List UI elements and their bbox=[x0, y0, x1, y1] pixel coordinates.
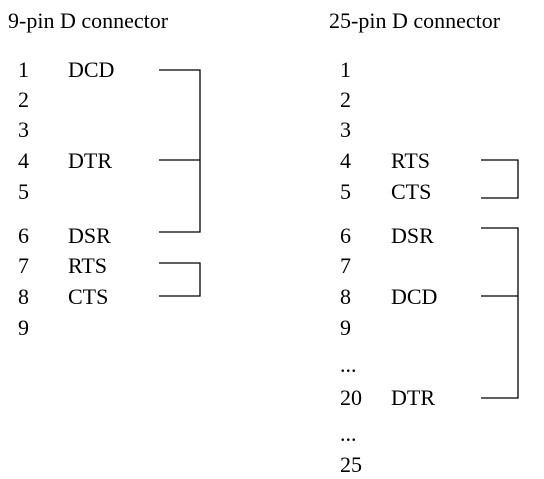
pin-row: 6 DSR bbox=[340, 223, 434, 248]
pin-row: 9 bbox=[18, 315, 29, 340]
pin-row: 25 bbox=[340, 452, 362, 477]
pin-row: 7 bbox=[340, 253, 351, 278]
pin-signal: RTS bbox=[391, 148, 430, 173]
pin-row: 2 bbox=[18, 87, 29, 112]
pin-row: 9 bbox=[340, 315, 351, 340]
connector-25-pin: 25-pin D connector 1 2 3 4 RTS 5 CTS 6 D… bbox=[329, 8, 519, 477]
loopback-wire-dsr-dcd-dtr bbox=[481, 227, 519, 399]
pin-row: 8 DCD bbox=[340, 284, 437, 309]
pin-number: 7 bbox=[18, 253, 29, 278]
pin-number: 1 bbox=[18, 57, 29, 82]
pin-row: 7 RTS bbox=[18, 253, 107, 278]
pin-number: 5 bbox=[18, 179, 29, 204]
pin-row: 6 DSR bbox=[18, 223, 111, 248]
pin-number: 6 bbox=[18, 223, 29, 248]
pin-number: 2 bbox=[340, 87, 351, 112]
pin-number: 8 bbox=[18, 284, 29, 309]
pin-row: 3 bbox=[18, 117, 29, 142]
pin-signal: DSR bbox=[391, 223, 434, 248]
pin-number: 25 bbox=[340, 452, 362, 477]
pin-row: 4 RTS bbox=[340, 148, 430, 173]
pin-number: 2 bbox=[18, 87, 29, 112]
loopback-wire-rts-cts bbox=[481, 159, 519, 199]
pin-number: 3 bbox=[340, 117, 351, 142]
pin-signal: CTS bbox=[68, 284, 108, 309]
pin-signal: DTR bbox=[68, 148, 112, 173]
pin-number: 7 bbox=[340, 253, 351, 278]
pin-number: 9 bbox=[340, 315, 351, 340]
connector-9-pin-title: 9-pin D connector bbox=[8, 8, 169, 33]
pin-signal: CTS bbox=[391, 179, 431, 204]
pin-row: 1 bbox=[340, 57, 351, 82]
pin-number: 8 bbox=[340, 284, 351, 309]
pin-row: 2 bbox=[340, 87, 351, 112]
pin-number: 9 bbox=[18, 315, 29, 340]
loopback-wire-dcd-dtr-dsr bbox=[159, 69, 201, 233]
loopback-wire-rts-cts bbox=[159, 262, 201, 297]
pin-row: ... bbox=[340, 421, 357, 446]
pin-row: ... bbox=[340, 352, 357, 377]
pin-row: 5 bbox=[18, 179, 29, 204]
pin-number: 1 bbox=[340, 57, 351, 82]
pin-signal: DTR bbox=[391, 385, 435, 410]
connector-9-pin: 9-pin D connector 1 DCD 2 3 4 DTR 5 6 DS… bbox=[8, 8, 201, 340]
pin-number: 6 bbox=[340, 223, 351, 248]
pin-signal: DSR bbox=[68, 223, 111, 248]
pin-signal: DCD bbox=[391, 284, 437, 309]
pin-number: ... bbox=[340, 352, 357, 377]
pin-signal: RTS bbox=[68, 253, 107, 278]
pin-number: 20 bbox=[340, 385, 362, 410]
pin-row: 20 DTR bbox=[340, 385, 435, 410]
connector-25-pin-title: 25-pin D connector bbox=[329, 8, 501, 33]
pin-number: 5 bbox=[340, 179, 351, 204]
pin-number: 3 bbox=[18, 117, 29, 142]
pin-number: 4 bbox=[340, 148, 351, 173]
pin-row: 5 CTS bbox=[340, 179, 431, 204]
pin-number: ... bbox=[340, 421, 357, 446]
pin-row: 4 DTR bbox=[18, 148, 112, 173]
pin-row: 3 bbox=[340, 117, 351, 142]
pin-signal: DCD bbox=[68, 57, 114, 82]
pin-row: 1 DCD bbox=[18, 57, 114, 82]
pin-number: 4 bbox=[18, 148, 29, 173]
pin-row: 8 CTS bbox=[18, 284, 108, 309]
